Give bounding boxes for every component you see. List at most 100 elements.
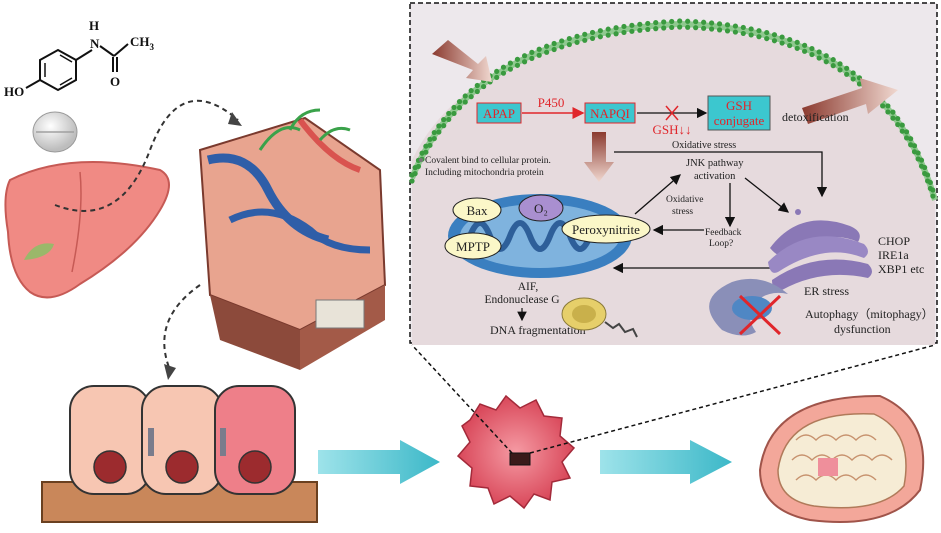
membrane-bead	[823, 53, 829, 59]
chop-label: CHOP	[878, 234, 910, 248]
liver-lobule	[198, 108, 387, 370]
aif-label-1: AIF,	[518, 281, 539, 293]
membrane-bead	[903, 135, 910, 141]
membrane-bead	[551, 40, 557, 47]
membrane-bead	[756, 28, 762, 34]
membrane-bead	[456, 99, 463, 105]
membrane-bead	[566, 41, 572, 48]
membrane-bead	[850, 70, 856, 76]
membrane-bead	[771, 32, 778, 38]
membrane-bead	[716, 27, 723, 33]
membrane-bead	[899, 122, 905, 128]
membrane-bead	[629, 28, 635, 34]
membrane-bead	[514, 62, 521, 68]
membrane-bead	[427, 136, 433, 142]
membrane-bead	[456, 105, 463, 111]
ho-label: HO	[4, 84, 24, 99]
membrane-bead	[701, 19, 707, 25]
membrane-bead	[779, 34, 785, 40]
membrane-bead	[816, 49, 822, 55]
membrane-bead	[582, 31, 588, 37]
membrane-bead	[685, 24, 691, 30]
membrane-bead	[551, 46, 557, 53]
napqi-label: NAPQI	[590, 106, 630, 121]
membrane-bead	[756, 34, 762, 40]
membrane-bead	[927, 179, 933, 186]
napqi-box	[584, 102, 636, 124]
membrane-bead	[446, 116, 452, 123]
membrane-bead	[529, 49, 535, 55]
membrane-bead	[423, 149, 429, 155]
bax-bubble	[452, 197, 502, 223]
membrane-bead	[816, 55, 822, 61]
nucleus-icon	[561, 297, 638, 338]
membrane-bead	[559, 38, 565, 44]
metabolism-row: APAP P450 NAPQI GSH↓↓ GSH conjugate deto…	[476, 95, 849, 137]
autophagy-label-1: Autophagy（mitophagy）	[805, 307, 934, 321]
membrane-bead	[474, 82, 480, 89]
autophagy-label-2: dysfunction	[834, 322, 891, 336]
membrane-bead	[895, 121, 901, 128]
membrane-bead	[468, 94, 474, 100]
membrane-bead	[837, 67, 843, 73]
membrane-bead	[653, 20, 659, 26]
mptp-bubble	[444, 232, 502, 260]
membrane-bead	[621, 29, 627, 36]
membrane-bead	[844, 71, 850, 77]
membrane-bead	[566, 35, 572, 42]
membrane-bead	[885, 103, 891, 109]
o2-label: O₂	[534, 201, 548, 216]
membrane-bead	[521, 53, 528, 59]
membrane-bead	[412, 171, 418, 177]
gsh-conjugate-box	[707, 95, 771, 131]
apap-label: APAP	[483, 106, 515, 121]
oxidative-stress-arrow	[614, 151, 828, 198]
membrane-bead	[740, 30, 746, 37]
membrane-bead	[787, 42, 793, 49]
membrane-bead	[724, 28, 731, 34]
acetaminophen-structure: H N O CH3 HO	[4, 18, 155, 99]
membrane-bead	[500, 70, 507, 76]
membrane-bead	[589, 29, 596, 36]
membrane-bead	[732, 29, 739, 35]
membrane-bead	[802, 48, 808, 54]
er-stress-label: ER stress	[804, 284, 849, 298]
liver-icon	[4, 161, 170, 299]
dashed-arrow-to-lobule	[54, 99, 239, 212]
membrane-bead	[559, 44, 565, 50]
membrane-bead	[589, 35, 596, 42]
membrane-bead	[771, 38, 778, 44]
membrane-bead	[740, 24, 746, 31]
membrane-bead	[521, 59, 528, 65]
membrane-bead	[677, 18, 683, 24]
membrane-bead	[837, 61, 843, 67]
membrane-bead	[605, 26, 611, 32]
membrane-bead	[918, 157, 925, 163]
membrane-bead	[500, 64, 507, 70]
o-label: O	[110, 74, 120, 89]
membrane-bead	[764, 35, 770, 42]
feedback-label-2: Loop?	[709, 239, 733, 249]
membrane-bead	[431, 129, 437, 136]
peroxynitrite-bubble	[561, 214, 651, 244]
membrane-bead	[507, 66, 513, 72]
bullet-dot	[419, 158, 423, 162]
membrane-bead	[446, 110, 452, 117]
damaged-cell	[456, 394, 576, 510]
membrane-bead	[514, 56, 521, 62]
membrane-bead	[661, 19, 667, 25]
membrane-bead	[451, 104, 457, 111]
membrane-bead	[661, 25, 667, 31]
xbp1-label: XBP1 etc	[878, 262, 924, 276]
membrane-bead	[480, 83, 487, 90]
membrane-bead	[911, 143, 918, 149]
membrane-bead	[637, 27, 643, 33]
membrane-bead	[823, 59, 829, 65]
membrane-bead	[830, 57, 836, 63]
detoxification-label: detoxification	[782, 110, 849, 124]
membrane-bead	[597, 28, 603, 34]
membrane-bead	[880, 103, 886, 109]
membrane-bead	[922, 164, 928, 171]
membrane-bead	[693, 19, 699, 25]
